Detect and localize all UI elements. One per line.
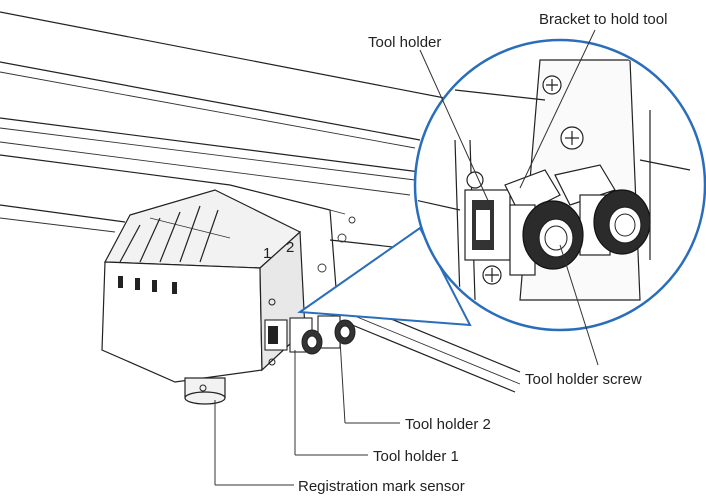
- label-tool-holder-2: Tool holder 2: [405, 416, 491, 433]
- carriage-tool-holders: [264, 298, 356, 366]
- carriage-slot-1-mark: 1: [263, 245, 271, 262]
- leader-lines: [214, 29, 599, 486]
- zoom-detail: [413, 38, 706, 332]
- label-tool-holder-1: Tool holder 1: [373, 448, 459, 465]
- carriage-body: 1 2: [101, 189, 306, 405]
- label-bracket-to-hold-tool: Bracket to hold tool: [539, 11, 667, 28]
- magnify-wedge: [297, 226, 472, 327]
- label-registration-mark-sensor: Registration mark sensor: [298, 478, 465, 495]
- carriage-slot-2-mark: 2: [286, 239, 294, 256]
- label-tool-holder-screw: Tool holder screw: [525, 371, 642, 388]
- label-tool-holder: Tool holder: [368, 34, 441, 51]
